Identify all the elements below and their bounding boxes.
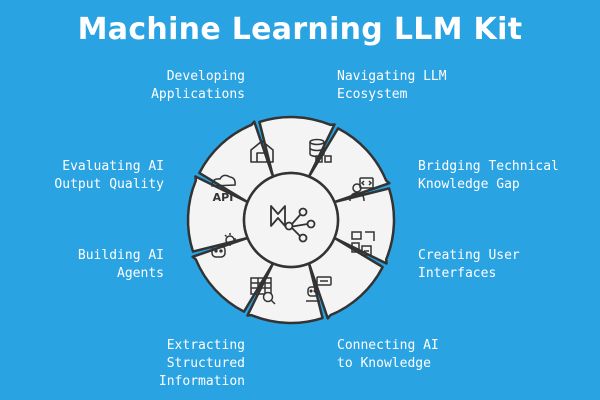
- center-circle: [242, 171, 340, 269]
- database-icon: [309, 138, 332, 163]
- ml-logo-network-icon: [270, 205, 316, 243]
- label-bridging-technical-knowledge-gap: Bridging Technical Knowledge Gap: [418, 159, 559, 192]
- house-icon: [250, 140, 274, 163]
- label-building-ai-agents: Building AI Agents: [77, 248, 164, 281]
- ui-components-icon: [351, 231, 375, 256]
- table-search-icon: [250, 277, 276, 305]
- label-creating-user-interfaces: Creating User Interfaces: [418, 248, 520, 281]
- api-cloud-icon: API: [211, 174, 236, 204]
- label-developing-applications: Developing Applications: [151, 69, 245, 102]
- api-icon-text: API: [213, 191, 234, 204]
- person-code-icon: [349, 177, 374, 202]
- robot-keyboard-icon: [306, 276, 332, 302]
- label-evaluating-ai-output-quality: Evaluating AI Output Quality: [54, 159, 164, 192]
- label-extracting-structured-information: Extracting Structured Information: [158, 338, 245, 389]
- page-title: Machine Learning LLM Kit: [77, 12, 523, 47]
- label-navigating-llm-ecosystem: Navigating LLM Ecosystem: [337, 69, 447, 102]
- robot-idea-icon: [211, 233, 236, 258]
- label-connecting-ai-to-knowledge: Connecting AI to Knowledge: [337, 338, 439, 371]
